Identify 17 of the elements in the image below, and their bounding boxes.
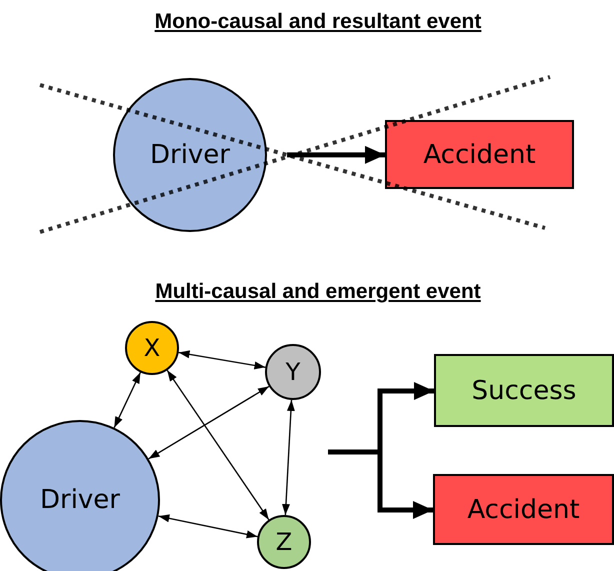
circle-node: Y bbox=[265, 344, 321, 400]
arrow bbox=[287, 146, 385, 164]
arrow bbox=[178, 350, 266, 370]
circle-node: Driver bbox=[113, 78, 267, 232]
arrow bbox=[282, 400, 295, 516]
section-heading: Multi-causal and emergent event bbox=[155, 280, 481, 304]
circle-node: Z bbox=[257, 515, 311, 569]
circle-node: Driver bbox=[0, 420, 160, 571]
rect-node: Success bbox=[434, 354, 614, 427]
arrow bbox=[166, 370, 270, 520]
rect-node: Accident bbox=[385, 120, 574, 189]
circle-node: X bbox=[125, 321, 179, 375]
rect-node: Accident bbox=[433, 474, 614, 545]
arrow bbox=[148, 386, 270, 460]
arrow bbox=[114, 372, 141, 428]
arrow bbox=[158, 514, 258, 538]
section-heading: Mono-causal and resultant event bbox=[154, 10, 482, 34]
